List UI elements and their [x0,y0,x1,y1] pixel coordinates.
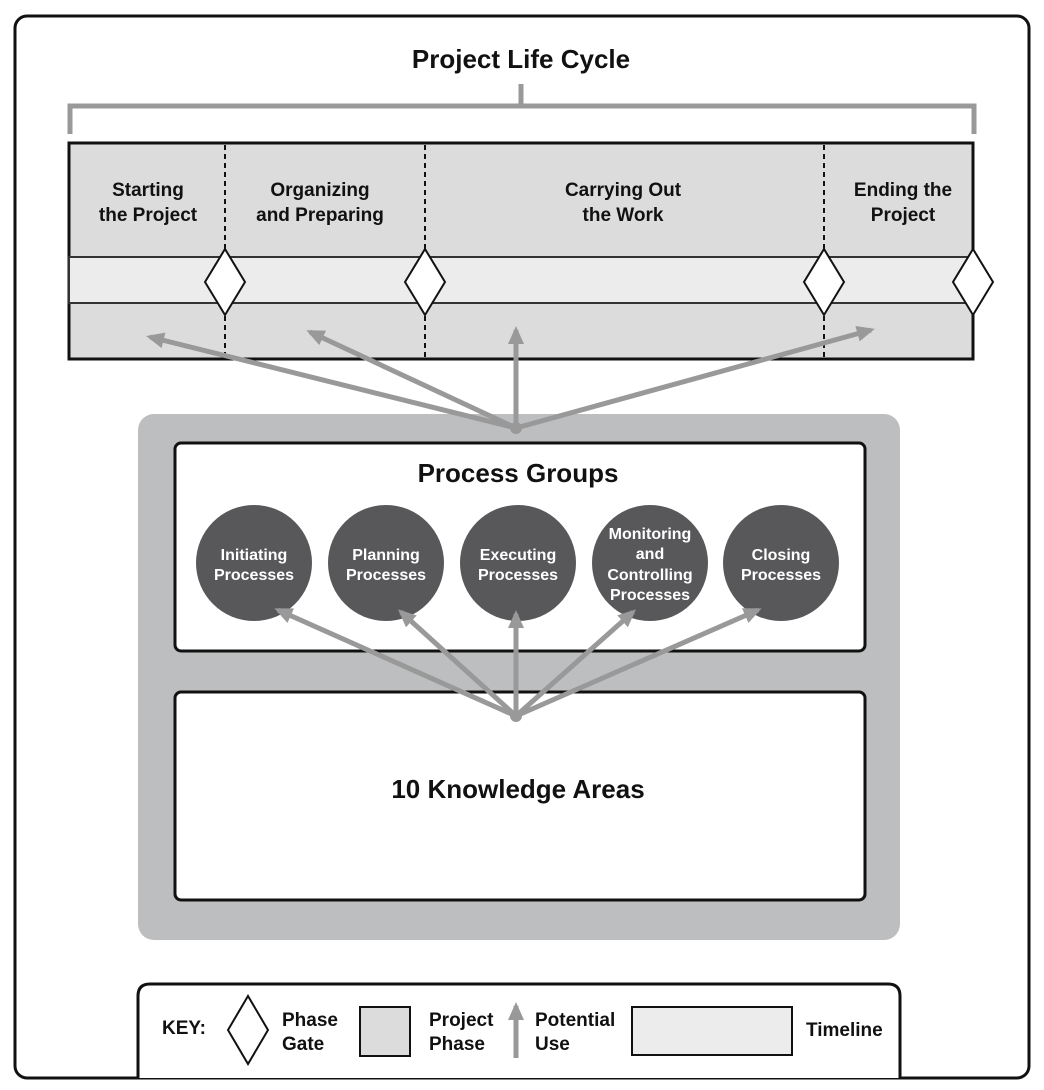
process-label-executing: Processes [478,567,558,584]
key-project-phase-label: Phase [429,1034,485,1055]
potential-use-arrow [146,332,517,431]
key-phase-gate-label: Gate [282,1034,324,1055]
potential-use-arrow [514,609,636,718]
diagram-title: Project Life Cycle [412,44,630,74]
process-label-monitoring: Monitoring [609,526,692,543]
process-label-initiating: Initiating [221,547,288,564]
arrow-origin-dot [510,710,522,722]
key-potential-use-label: Potential [535,1010,615,1031]
phase-gate-icon [802,247,846,317]
phase-label-ending: Ending the [854,180,952,201]
process-circle-initiating [196,505,312,621]
project-phase-swatch [359,1006,411,1057]
potential-use-arrow [306,329,518,431]
potential-use-arrow [274,607,518,719]
phase-label-ending: Project [871,205,936,226]
process-circle-closing [723,505,839,621]
phase-gate-icon [203,247,247,317]
knowledge-areas-box [173,690,867,902]
potential-use-arrow [514,607,762,719]
process-circle-monitoring [592,505,708,621]
process-label-planning: Planning [352,547,420,564]
life-cycle-bracket [67,84,977,134]
arrow-origin-dot [510,422,522,434]
phase-label-organizing: and Preparing [256,205,384,226]
phase-label-carrying-out: the Work [583,205,664,226]
potential-use-arrows-processes [274,607,762,719]
process-label-executing: Executing [480,547,556,564]
key-project-phase-label: Project [429,1010,494,1031]
process-label-monitoring: Controlling [607,567,692,584]
phase-gate-icon [226,994,270,1066]
key-timeline-label: Timeline [806,1020,883,1041]
phase-label-starting: the Project [99,205,198,226]
phase-gate-icon [403,247,447,317]
process-groups-title: Process Groups [418,458,619,488]
process-label-closing: Closing [752,547,811,564]
potential-use-arrow [515,326,875,431]
process-label-monitoring: and [636,546,664,563]
phase-gate-icon [951,247,995,317]
process-label-planning: Processes [346,567,426,584]
phase-label-starting: Starting [112,180,184,201]
process-circle-executing [460,505,576,621]
process-label-initiating: Processes [214,567,294,584]
phase-label-carrying-out: Carrying Out [565,180,682,201]
knowledge-areas-label: 10 Knowledge Areas [391,774,644,804]
process-circle-planning [328,505,444,621]
process-label-monitoring: Processes [610,587,690,604]
project-phase-band [67,141,975,361]
potential-use-arrow [398,609,518,718]
potential-use-arrows-phases [146,326,875,431]
timeline-swatch [631,1006,793,1056]
key-phase-gate-label: Phase [282,1010,338,1031]
key-label: KEY: [162,1018,206,1039]
phase-label-organizing: Organizing [270,180,369,201]
process-label-closing: Processes [741,567,821,584]
key-potential-use-label: Use [535,1034,570,1055]
